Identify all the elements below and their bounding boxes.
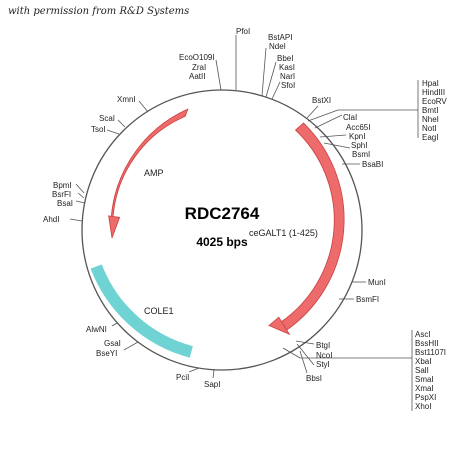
mcs-top-item: HindIII: [422, 88, 445, 97]
site-tick-styi: [296, 343, 315, 366]
site-label-bsabi: BsaBI: [362, 160, 383, 169]
mcs-top-item: NotI: [422, 124, 437, 133]
mcs-bottom-item: XmaI: [415, 384, 434, 393]
site-label-bbei: BbeI: [277, 54, 293, 63]
site-tick-bsai: [75, 200, 86, 204]
amp-arrowhead: [108, 215, 121, 239]
mcs-top-tick: [307, 109, 339, 122]
site-tick-bseyi: [123, 341, 139, 351]
site-label-clai: ClaI: [343, 113, 357, 122]
site-label-sphi: SphI: [351, 141, 367, 150]
mcs-top-item: EagI: [422, 133, 438, 142]
mcs-bottom-tick: [282, 347, 301, 359]
cole1-feature-band: [90, 264, 193, 358]
site-label-bstapi: BstAPI: [268, 33, 292, 42]
feature-label-amp: AMP: [144, 168, 164, 178]
site-label-scai: ScaI: [99, 114, 115, 123]
feature-label-cegalt1: ceGALT1 (1-425): [249, 228, 318, 238]
plasmid-name: RDC2764: [185, 204, 260, 223]
site-label-bsrfi: BsrFI: [52, 190, 71, 199]
site-label-acc65i: Acc65I: [346, 123, 370, 132]
site-label-bsai: BsaI: [57, 199, 73, 208]
site-tick-sfoi: [271, 81, 281, 100]
cegalt1-feature-arrow: [280, 122, 345, 332]
mcs-top-list: HpaI HindIII EcoRV BmtI NheI NotI EagI: [422, 79, 447, 142]
mcs-bottom-item: SmaI: [415, 375, 434, 384]
plasmid-backbone: [81, 89, 363, 371]
site-label-zrai: ZraI: [192, 63, 206, 72]
permission-credit: with permission from R&D Systems: [8, 6, 190, 17]
mcs-bottom-item: Bst1107I: [415, 348, 446, 357]
site-label-nari: NarI: [280, 72, 295, 81]
site-label-bbsi: BbsI: [306, 374, 322, 383]
site-label-kpni: KpnI: [349, 132, 365, 141]
site-label-styi: StyI: [316, 360, 330, 369]
site-tick-ecoo109i: [215, 59, 222, 91]
site-tick-pcii: [188, 367, 200, 373]
site-tick-bbsi: [299, 350, 308, 374]
site-label-xmni: XmnI: [117, 95, 136, 104]
mcs-bottom-item: BssHII: [415, 339, 439, 348]
mcs-bottom-item: XhoI: [415, 402, 431, 411]
plasmid-size: 4025 bps: [196, 235, 248, 249]
site-label-ndei: NdeI: [269, 42, 286, 51]
site-tick-kpni: [319, 134, 347, 138]
site-tick-scai: [117, 119, 126, 128]
site-label-sfoi: SfoI: [281, 81, 295, 90]
site-tick-bpmi: [75, 183, 85, 194]
site-label-btgi: BtgI: [316, 341, 330, 350]
site-label-ecoo109i: EcoO109I: [179, 53, 215, 62]
mcs-bottom-list: AscI BssHII Bst1107I XbaI SalI SmaI XmaI…: [415, 330, 446, 411]
mcs-bottom-item: PspXI: [415, 393, 436, 402]
site-label-alwni: AlwNI: [86, 325, 107, 334]
site-tick-clai: [314, 114, 343, 129]
site-tick-bbei: [265, 61, 277, 98]
mcs-bottom-item: SalI: [415, 366, 429, 375]
feature-label-cole1: COLE1: [144, 306, 174, 316]
site-label-aatii: AatII: [189, 72, 205, 81]
site-tick-tsoi: [106, 129, 120, 135]
mcs-top-item: EcoRV: [422, 97, 447, 106]
site-label-bsmfi: BsmFI: [356, 295, 379, 304]
mcs-top-item: NheI: [422, 115, 439, 124]
mcs-top-item: BmtI: [422, 106, 438, 115]
mcs-bottom-item: XbaI: [415, 357, 431, 366]
site-tick-bstapi: [261, 47, 267, 97]
site-label-ncoi: NcoI: [316, 351, 332, 360]
site-label-bstxi: BstXI: [312, 96, 331, 105]
site-label-bsmi: BsmI: [352, 150, 370, 159]
site-tick-sapi: [212, 369, 215, 379]
mcs-bottom-item: AscI: [415, 330, 431, 339]
site-label-tsoi: TsoI: [91, 125, 106, 134]
site-label-kasi: KasI: [279, 63, 295, 72]
site-tick-bstxi: [306, 105, 319, 119]
site-label-bseyi: BseYI: [96, 349, 117, 358]
site-label-sapi: SapI: [204, 380, 220, 389]
site-tick-alwni: [111, 322, 118, 327]
site-label-ahdi: AhdI: [43, 215, 59, 224]
site-label-gsai: GsaI: [104, 339, 121, 348]
cegalt1-arrowhead: [268, 316, 291, 336]
site-tick-bsrfi: [77, 192, 85, 199]
site-tick-btgi: [295, 340, 315, 345]
site-label-bpmi: BpmI: [53, 181, 72, 190]
site-label-muni: MunI: [368, 278, 386, 287]
site-tick-xmni: [138, 100, 149, 113]
site-label-pfoi: PfoI: [236, 27, 250, 36]
site-tick-sphi: [323, 142, 351, 149]
site-tick-ahdi: [69, 218, 83, 222]
mcs-top-item: HpaI: [422, 79, 439, 88]
site-label-pcii: PciI: [176, 373, 189, 382]
